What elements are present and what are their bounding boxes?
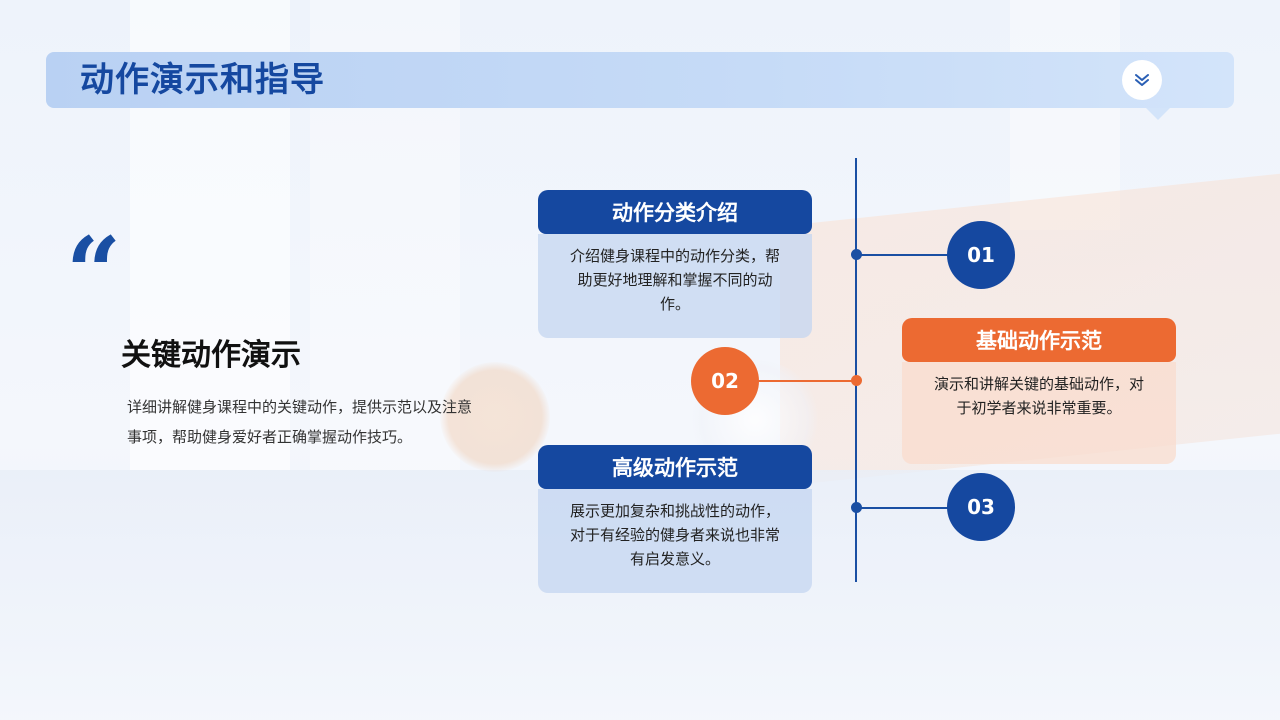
step-number-03: 03 (947, 473, 1015, 541)
card-text: 演示和讲解关键的基础动作，对于初学者来说非常重要。 (902, 362, 1176, 464)
quote-mark-icon: “ (66, 216, 122, 329)
timeline-connector (856, 254, 952, 256)
header-bar: 动作演示和指导 (46, 52, 1234, 120)
card-action-categories: 动作分类介绍 介绍健身课程中的动作分类，帮助更好地理解和掌握不同的动作。 (538, 190, 812, 338)
timeline-dot (851, 502, 862, 513)
double-chevron-down-icon[interactable] (1122, 60, 1162, 100)
timeline-connector (756, 380, 856, 382)
background-window (1010, 0, 1120, 230)
card-title: 动作分类介绍 (538, 190, 812, 234)
card-text: 展示更加复杂和挑战性的动作，对于有经验的健身者来说也非常有启发意义。 (538, 489, 812, 593)
card-basic-demo: 基础动作示范 演示和讲解关键的基础动作，对于初学者来说非常重要。 (902, 318, 1176, 464)
step-number-02: 02 (691, 347, 759, 415)
step-number-01: 01 (947, 221, 1015, 289)
timeline-dot (851, 249, 862, 260)
card-text: 介绍健身课程中的动作分类，帮助更好地理解和掌握不同的动作。 (538, 234, 812, 338)
section-heading: 关键动作演示 (121, 338, 301, 373)
card-title: 高级动作示范 (538, 445, 812, 489)
header-notch (1146, 108, 1170, 120)
page-title: 动作演示和指导 (80, 60, 325, 100)
section-description: 详细讲解健身课程中的关键动作，提供示范以及注意事项，帮助健身爱好者正确掌握动作技… (127, 398, 473, 446)
card-advanced-demo: 高级动作示范 展示更加复杂和挑战性的动作，对于有经验的健身者来说也非常有启发意义… (538, 445, 812, 593)
timeline-line (855, 158, 857, 582)
card-title: 基础动作示范 (902, 318, 1176, 362)
timeline-dot (851, 375, 862, 386)
timeline-connector (856, 507, 952, 509)
